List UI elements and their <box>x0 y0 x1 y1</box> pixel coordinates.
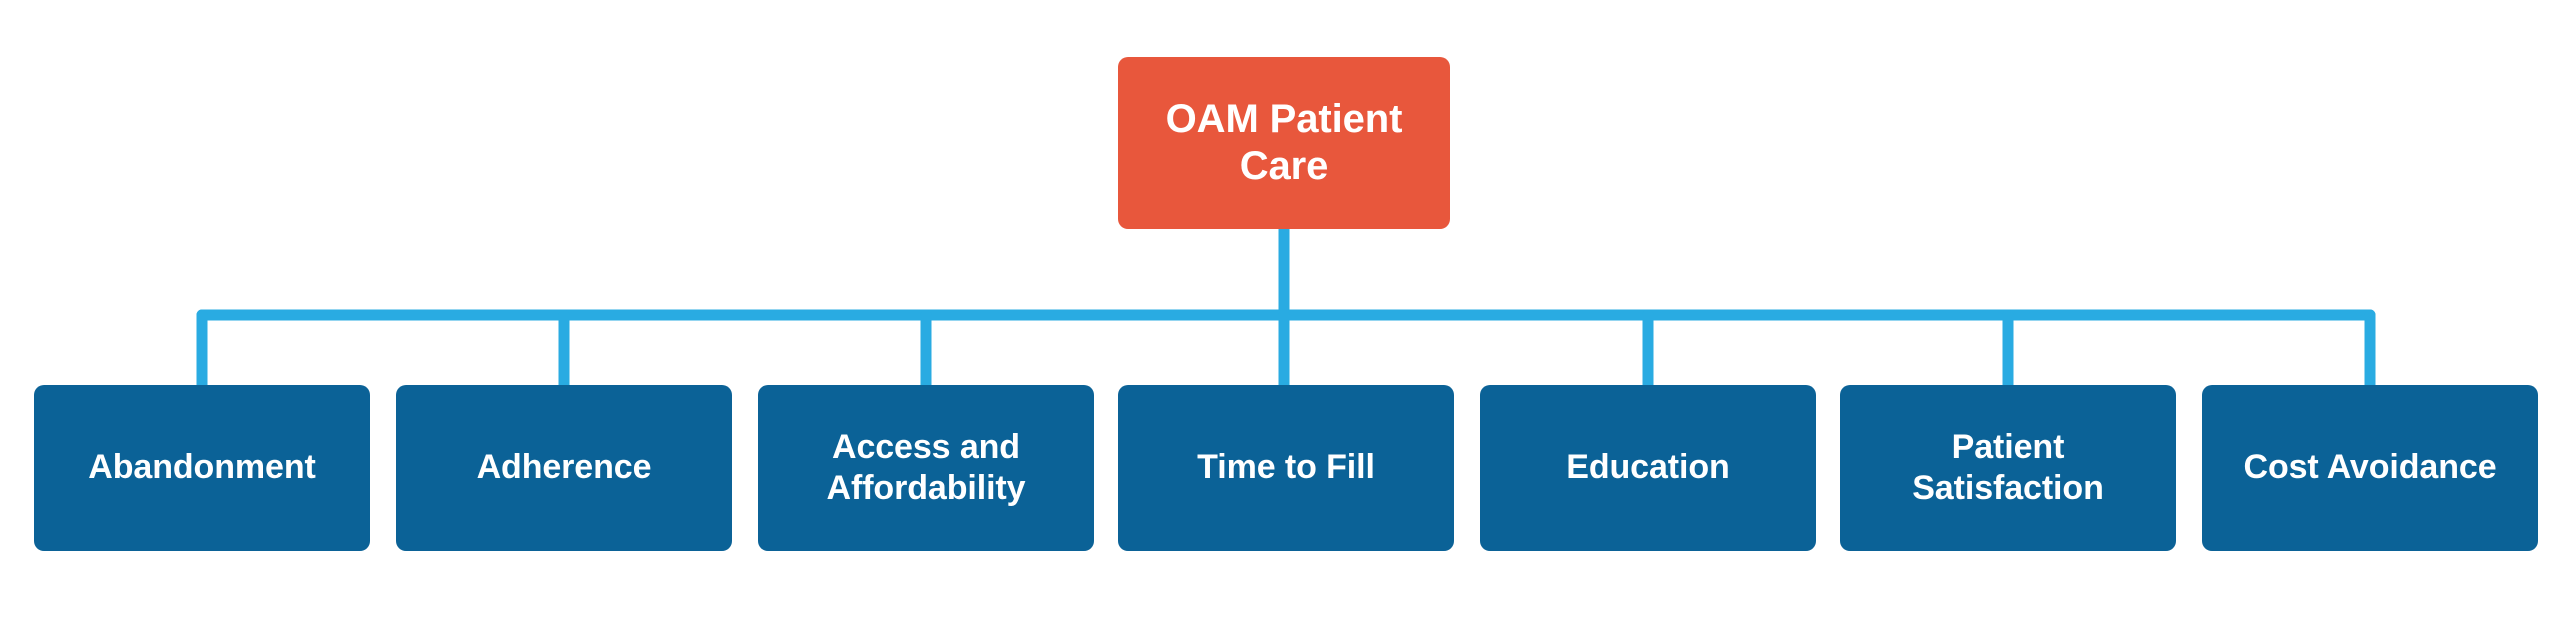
node-label-patient-satisfaction: Patient Satisfaction <box>1912 427 2104 507</box>
node-label-time-to-fill: Time to Fill <box>1197 448 1375 487</box>
node-time-to-fill[interactable]: Time to Fill <box>1118 385 1454 551</box>
node-label-education: Education <box>1566 448 1730 487</box>
root-node-label: OAM Patient Care <box>1165 96 1403 188</box>
node-education[interactable]: Education <box>1480 385 1816 551</box>
node-patient-satisfaction[interactable]: Patient Satisfaction <box>1840 385 2176 551</box>
node-abandonment[interactable]: Abandonment <box>34 385 370 551</box>
node-adherence[interactable]: Adherence <box>396 385 732 551</box>
root-node-oam-patient-care[interactable]: OAM Patient Care <box>1118 57 1450 229</box>
node-label-abandonment: Abandonment <box>88 448 316 487</box>
node-cost-avoidance[interactable]: Cost Avoidance <box>2202 385 2538 551</box>
node-label-cost-avoidance: Cost Avoidance <box>2243 448 2497 487</box>
node-label-access-and-affordability: Access and Affordability <box>826 427 1026 507</box>
node-label-adherence: Adherence <box>476 448 652 487</box>
node-access-and-affordability[interactable]: Access and Affordability <box>758 385 1094 551</box>
